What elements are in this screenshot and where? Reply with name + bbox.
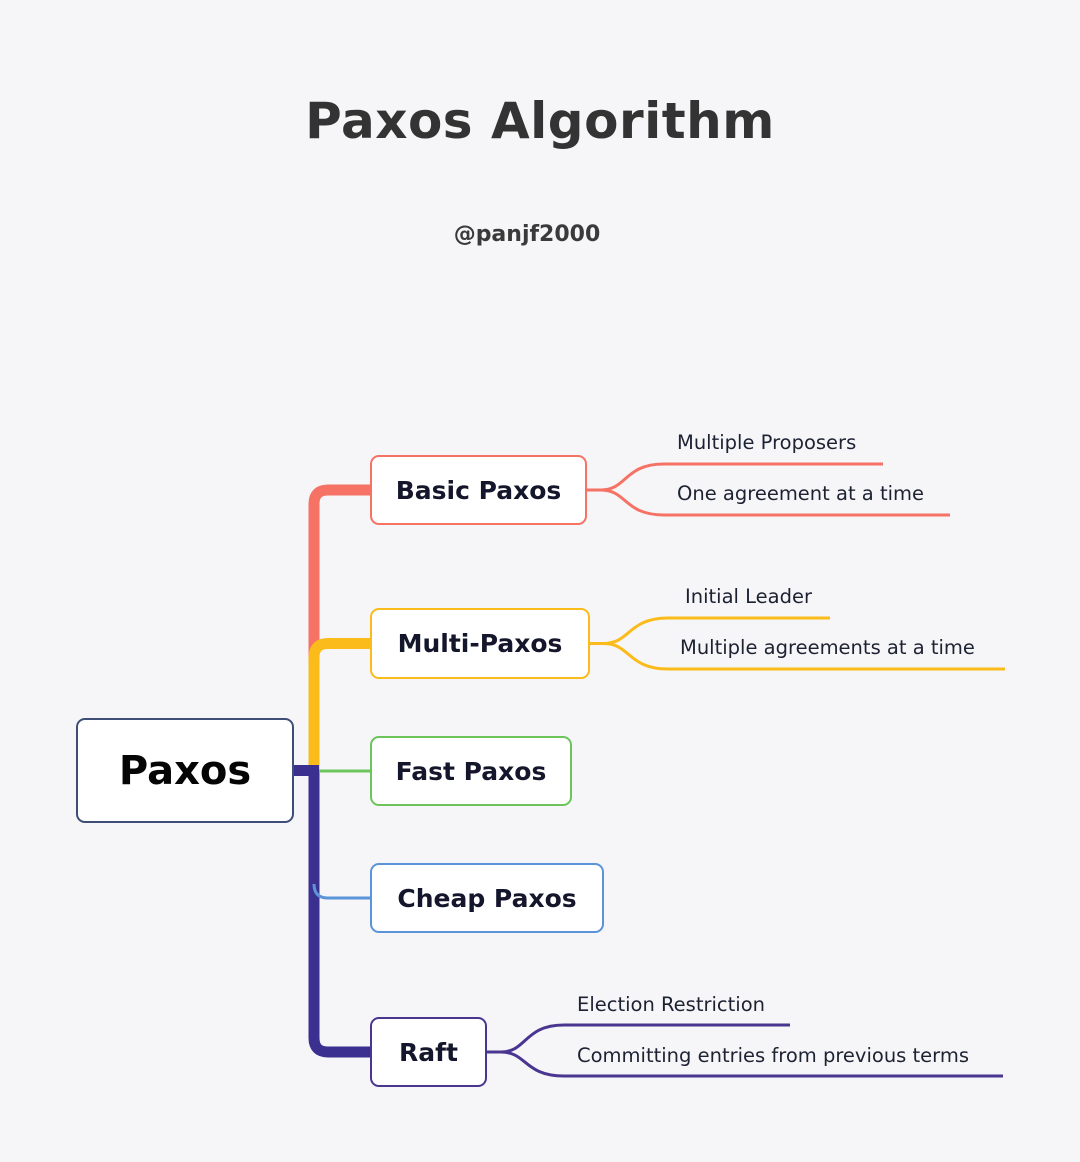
leaf-multiple-agreements-at-a-time[interactable]: Multiple agreements at a time <box>680 636 975 659</box>
branch-node-raft[interactable]: Raft <box>370 1017 487 1087</box>
leaf-line-multiple-agreements-at-a-time <box>590 642 1005 671</box>
leaf-election-restriction[interactable]: Election Restriction <box>577 993 765 1016</box>
leaf-multiple-proposers[interactable]: Multiple Proposers <box>677 431 857 454</box>
branch-node-cheap-paxos[interactable]: Cheap Paxos <box>370 863 604 933</box>
author-handle: @panjf2000 <box>453 222 601 247</box>
connector-basic-paxos <box>308 484 370 771</box>
leaf-one-agreement-at-a-time[interactable]: One agreement at a time <box>677 482 925 505</box>
connector-cheap-paxos <box>312 883 370 900</box>
diagram-title: Paxos Algorithm <box>305 92 775 150</box>
branch-node-basic-paxos[interactable]: Basic Paxos <box>370 455 587 525</box>
leaf-initial-leader[interactable]: Initial Leader <box>685 585 813 608</box>
connector-raft <box>308 770 370 1058</box>
leaf-line-one-agreement-at-a-time <box>587 488 950 517</box>
root-node-paxos[interactable]: Paxos <box>76 718 294 823</box>
leaf-committing-entries-from-previous-terms[interactable]: Committing entries from previous terms <box>577 1044 970 1067</box>
leaf-line-committing-entries-from-previous-terms <box>487 1050 1003 1078</box>
branch-node-multi-paxos[interactable]: Multi-Paxos <box>370 608 590 679</box>
connector-multi-paxos <box>308 638 370 771</box>
branch-node-fast-paxos[interactable]: Fast Paxos <box>370 736 572 806</box>
